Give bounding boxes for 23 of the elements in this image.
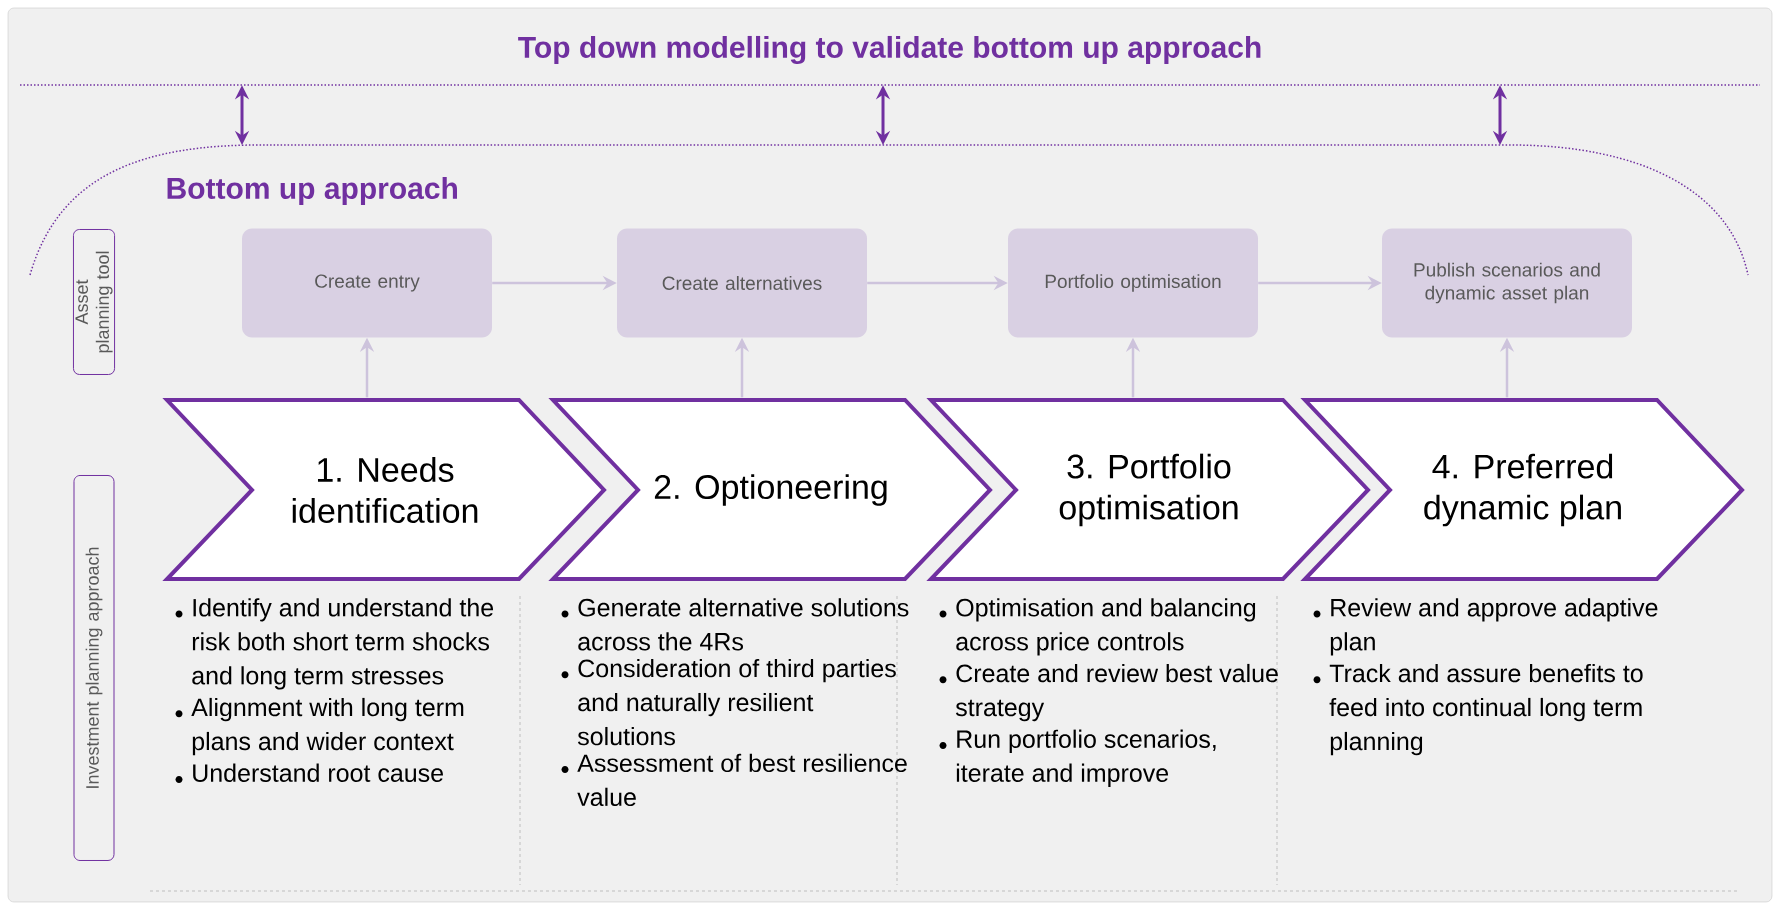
bullet-item: Track and assure benefits to feed into continual long term planning [1313, 663, 1643, 756]
bullet-item: Identify and understand the risk both short term shocks and long term stresses [175, 598, 494, 690]
chevron-step: 2. Optioneering [548, 398, 993, 581]
bullet-item: Optimisation and balancing across price controls [939, 598, 1256, 656]
bullet-item: Run portfolio scenarios, iterate and improve [939, 729, 1216, 787]
process-box: Create entry [242, 228, 492, 338]
side-label-box: Investment planning approach [73, 475, 115, 861]
bullet-item: Understand root cause [175, 763, 443, 783]
chevron-step: 1. Needs identification [162, 398, 607, 581]
bullet-item: Generate alternative solutions across the 4Rs [561, 598, 909, 651]
process-box: Portfolio optimisation [1008, 228, 1258, 338]
bullet-item: Review and approve adaptive plan [1313, 598, 1658, 656]
bullet-item: Create and review best value strategy [939, 663, 1278, 722]
chevron-step: 3. Portfolio optimisation [926, 398, 1371, 581]
bullet-item: Alignment with long term plans and wider context [175, 697, 464, 756]
process-box: Publish scenarios and dynamic asset plan [1382, 228, 1632, 338]
process-box: Create alternatives [617, 228, 867, 338]
node-label: 4. Preferred dynamic plan [1424, 453, 1621, 527]
bullet-item: Assessment of best resilience value [561, 753, 907, 807]
top-down-band: Top down modelling to validate bottom up approach [19, 35, 1761, 86]
side-label-box: Asset planning tool [72, 229, 116, 375]
bullet-item: Consideration of third parties and naturally resilient solutions [561, 658, 896, 746]
chevron-step: 4. Preferred dynamic plan [1300, 398, 1745, 581]
